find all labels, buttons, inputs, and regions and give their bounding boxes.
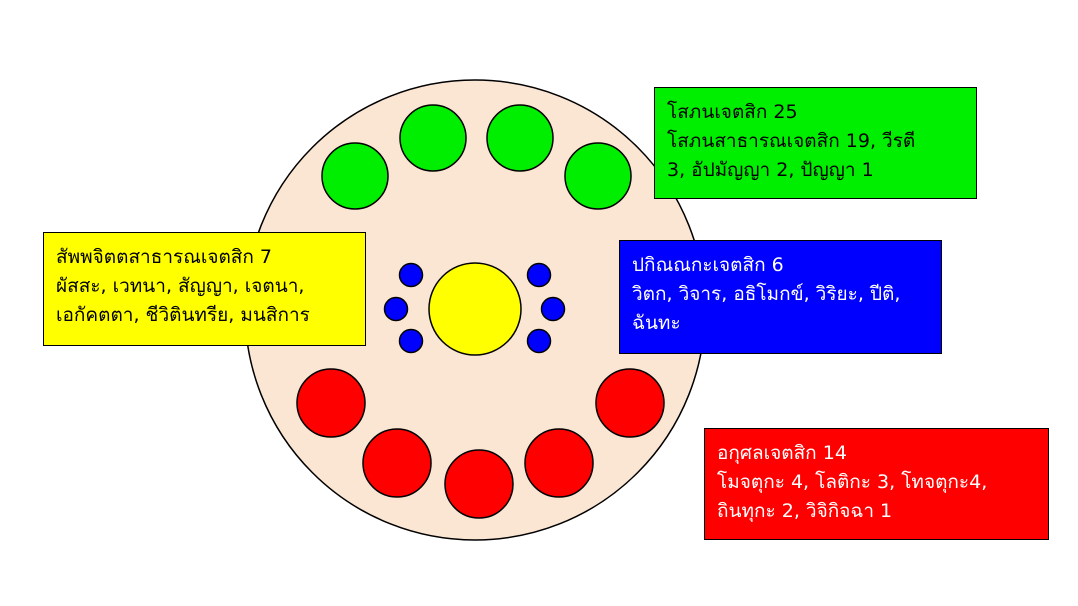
sobhana-circle-1 (321, 142, 389, 210)
akusala-circle-2 (362, 428, 432, 498)
akusala-circle-3 (444, 449, 514, 519)
sobhana-circle-2 (399, 104, 467, 172)
pakinnaka-label-box: ปกิณณกะเจตสิก 6 วิตก, วิจาร, อธิโมกข์, ว… (619, 240, 942, 354)
common-title: สัพพจิตตสาธารณเจตสิก 7 (56, 246, 273, 268)
akusala-line-1: โมจตุกะ 4, โลติกะ 3, โทจตุกะ4, (717, 471, 988, 493)
akusala-title: อกุศลเจตสิก 14 (717, 442, 847, 464)
common-circle-1 (428, 262, 522, 356)
pakinnaka-line-1: วิตก, วิจาร, อธิโมกข์, วิริยะ, ปีติ, (632, 283, 901, 305)
pakinnaka-circle-2 (383, 296, 409, 322)
pakinnaka-circle-5 (540, 296, 566, 322)
sobhana-circle-3 (486, 104, 554, 172)
sobhana-line-1: โสภนสาธารณเจตสิก 19, วีรตี (667, 130, 916, 152)
common-line-1: ผัสสะ, เวทนา, สัญญา, เจตนา, (56, 275, 305, 297)
akusala-circles (296, 368, 665, 519)
pakinnaka-circle-1 (398, 262, 424, 288)
sobhana-label-box: โสภนเจตสิก 25 โสภนสาธารณเจตสิก 19, วีรตี… (654, 87, 977, 199)
sobhana-circles (321, 104, 632, 210)
pakinnaka-title: ปกิณณกะเจตสิก 6 (632, 254, 784, 276)
akusala-line-2: ถินทุกะ 2, วิจิกิจฉา 1 (717, 500, 893, 522)
common-label-box: สัพพจิตตสาธารณเจตสิก 7 ผัสสะ, เวทนา, สัญ… (43, 232, 366, 346)
akusala-circle-4 (524, 428, 594, 498)
common-circles (428, 262, 522, 356)
pakinnaka-circles (383, 262, 566, 354)
akusala-circle-1 (296, 368, 366, 438)
common-line-2: เอกัคตตา, ชีวิตินทรีย, มนสิการ (56, 304, 310, 326)
pakinnaka-circle-4 (526, 262, 552, 288)
sobhana-line-2: 3, อัปมัญญา 2, ปัญญา 1 (667, 159, 874, 181)
sobhana-title: โสภนเจตสิก 25 (667, 101, 798, 123)
akusala-label-box: อกุศลเจตสิก 14 โมจตุกะ 4, โลติกะ 3, โทจต… (704, 428, 1049, 540)
akusala-circle-5 (595, 368, 665, 438)
pakinnaka-circle-6 (526, 328, 552, 354)
pakinnaka-line-2: ฉันทะ (632, 312, 681, 334)
pakinnaka-circle-3 (398, 328, 424, 354)
sobhana-circle-4 (564, 142, 632, 210)
